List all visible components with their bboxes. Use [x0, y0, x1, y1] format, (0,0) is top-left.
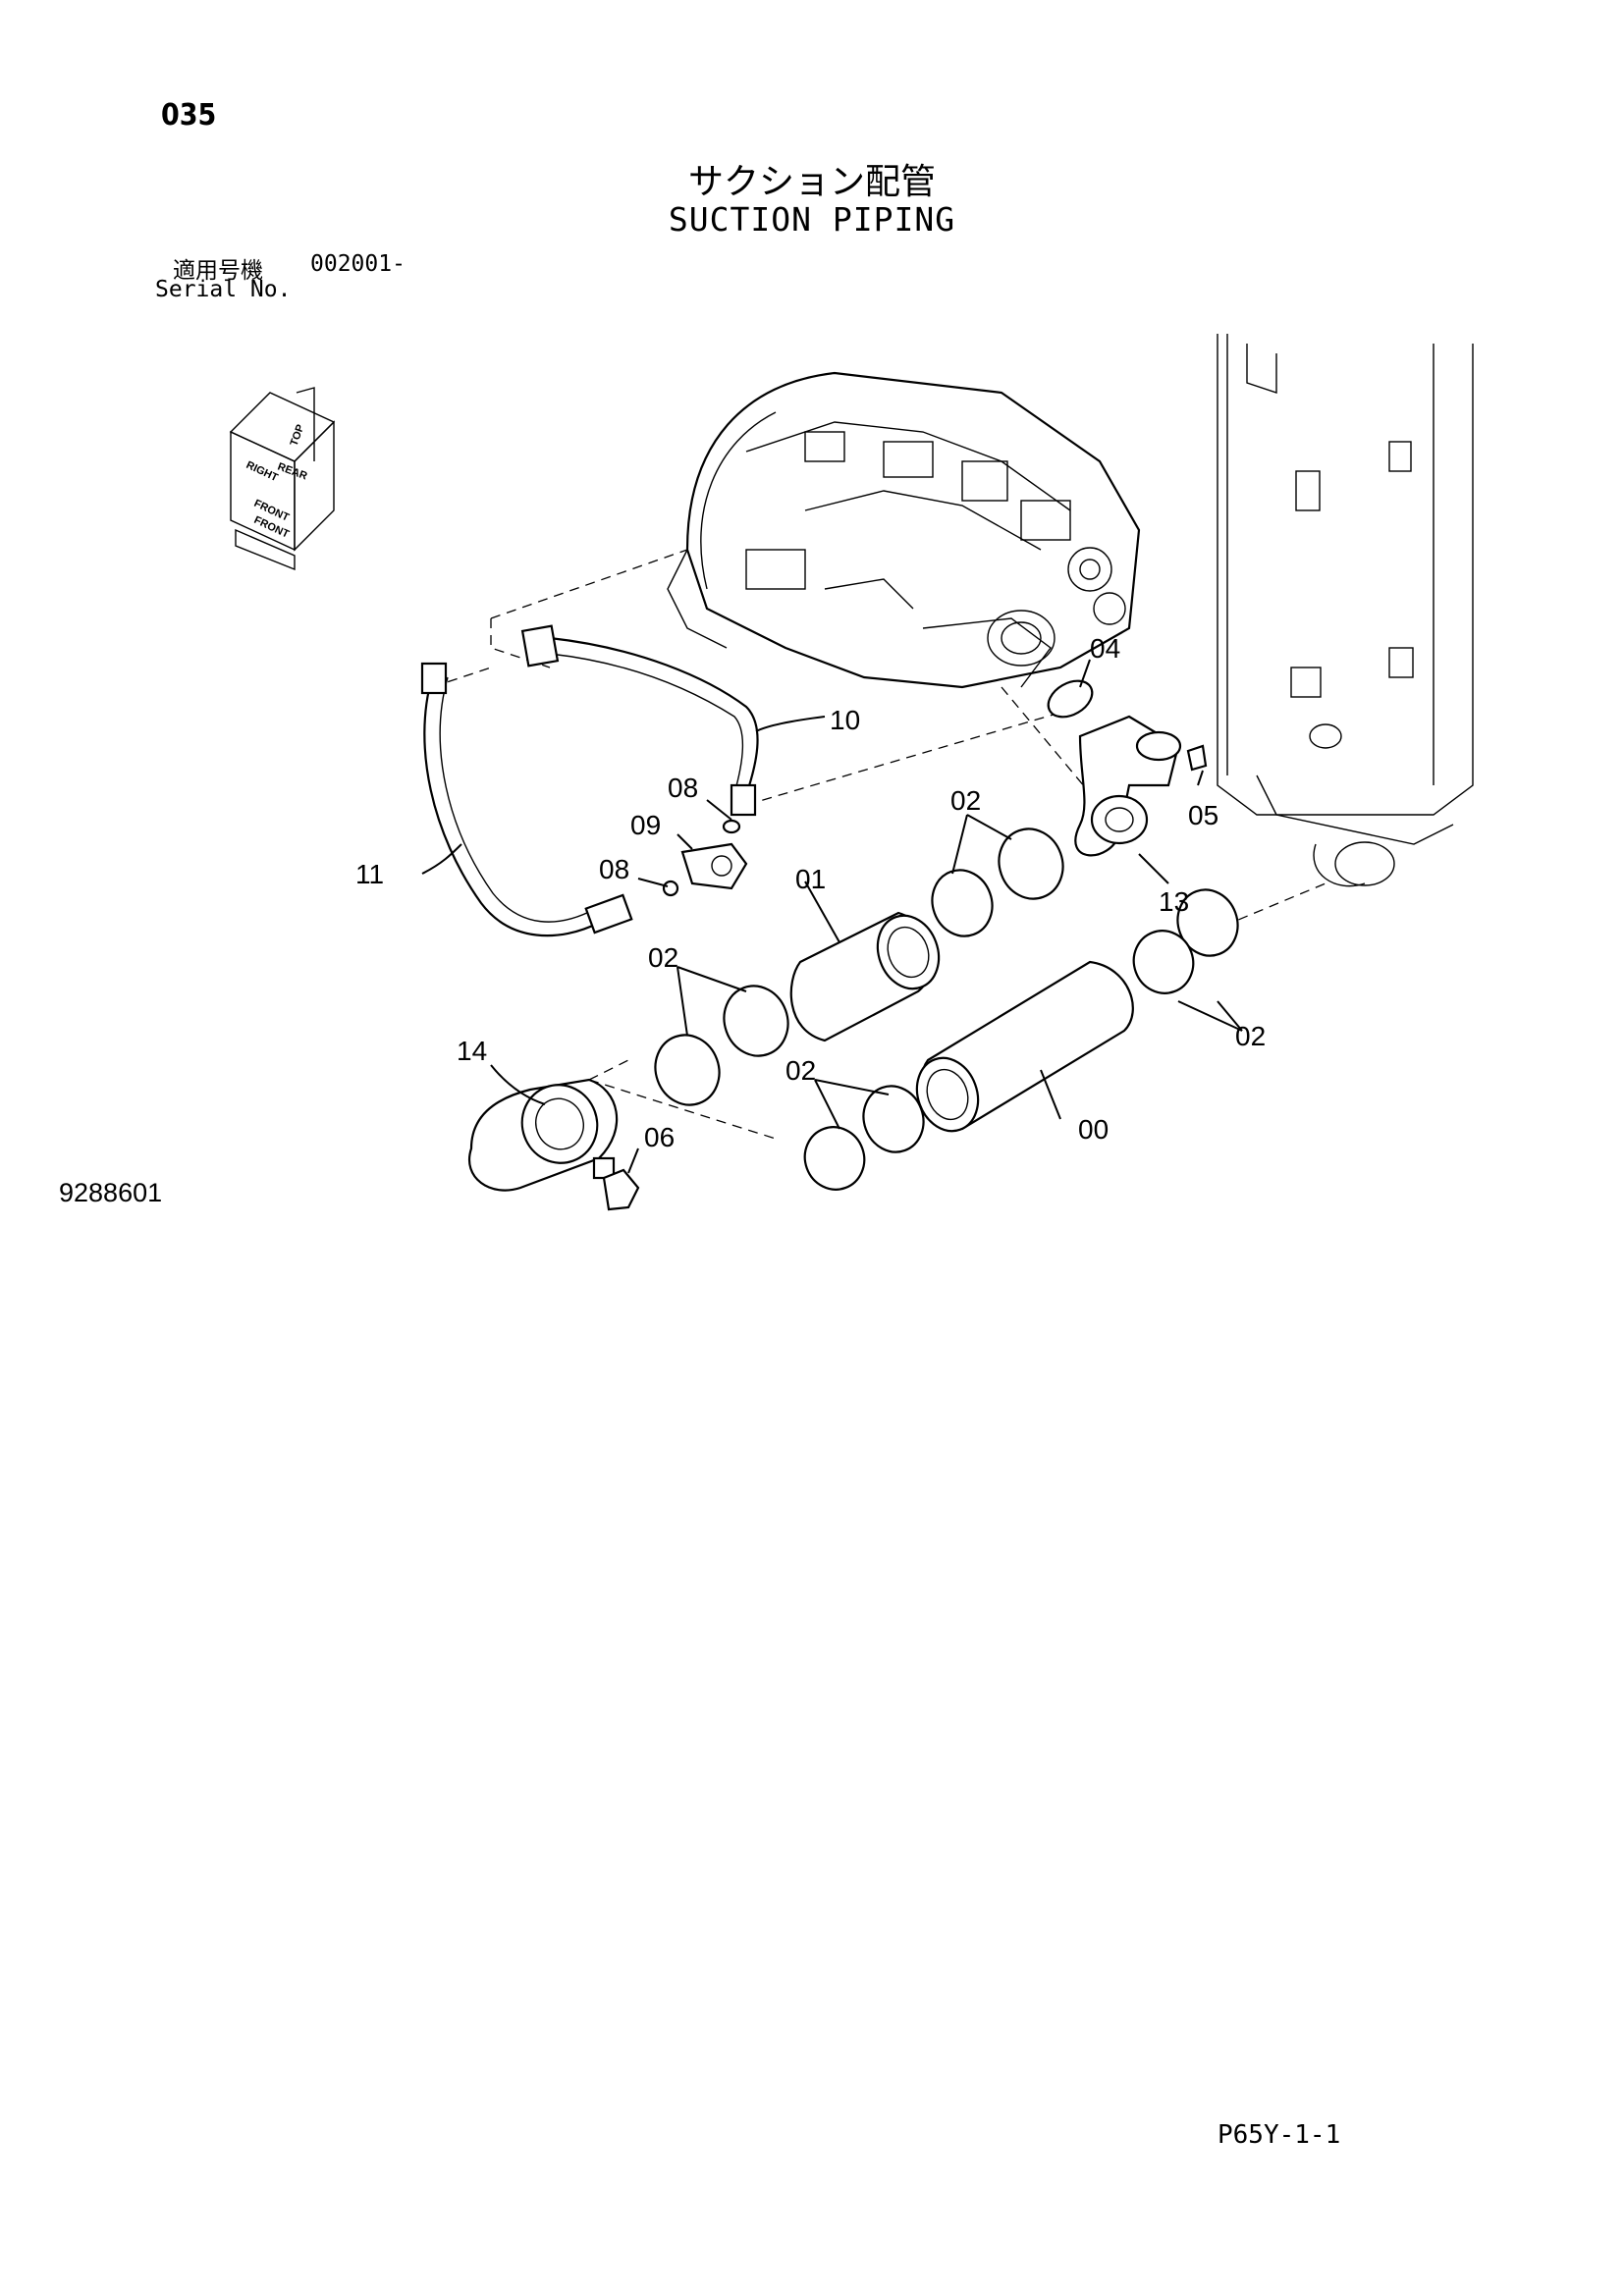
callout-label: 02 [1235, 1021, 1266, 1051]
orient-label: TOP [289, 423, 307, 448]
orient-label: REAR [276, 461, 308, 483]
hose-10 [520, 624, 759, 817]
callout-label: 02 [785, 1055, 816, 1086]
callout-label: 06 [644, 1122, 675, 1152]
callout-label: 08 [668, 773, 698, 803]
fittings-08-09 [662, 819, 748, 897]
callout-label: 09 [630, 810, 661, 840]
sheet-code: P65Y-1-1 [1218, 2120, 1341, 2150]
orient-label: RIGHT [244, 459, 280, 484]
callout-label: 04 [1090, 633, 1120, 664]
plug-06 [602, 1168, 640, 1211]
title-japanese: サクション配管 [687, 162, 936, 202]
clamps-02 [654, 828, 1239, 1191]
elbow-13 [1074, 715, 1208, 857]
figure-number: 9288601 [59, 1178, 163, 1207]
callout-label: 01 [795, 864, 826, 894]
suction-hose-01 [789, 911, 941, 1042]
callout-label: 02 [648, 942, 678, 973]
hydraulic-pump-assembly [667, 371, 1141, 689]
hose-11 [420, 662, 633, 937]
callout-label: 00 [1078, 1114, 1109, 1145]
serial-range: 002001- [310, 251, 406, 277]
suction-hose-00 [915, 960, 1134, 1133]
orientation-cube-icon: TOP REAR RIGHT FRONT FRONT [229, 387, 336, 571]
oring-04 [1047, 679, 1094, 719]
title-english: SUCTION PIPING [668, 200, 956, 239]
serial-label-english: Serial No. [155, 277, 292, 302]
callout-label: 14 [457, 1036, 487, 1066]
callout-leaders [421, 659, 1243, 1174]
callout-label: 10 [830, 705, 860, 735]
callout-label: 05 [1188, 800, 1218, 830]
callout-label: 02 [950, 785, 981, 816]
callout-label: 11 [355, 859, 384, 889]
serial-label-japanese: 適用号機 [173, 258, 263, 284]
suction-pipe-14 [468, 1078, 619, 1192]
page-number: 035 [161, 98, 217, 133]
callout-label: 13 [1159, 886, 1189, 917]
callout-label: 08 [599, 854, 629, 884]
hydraulic-tank [1217, 334, 1474, 887]
